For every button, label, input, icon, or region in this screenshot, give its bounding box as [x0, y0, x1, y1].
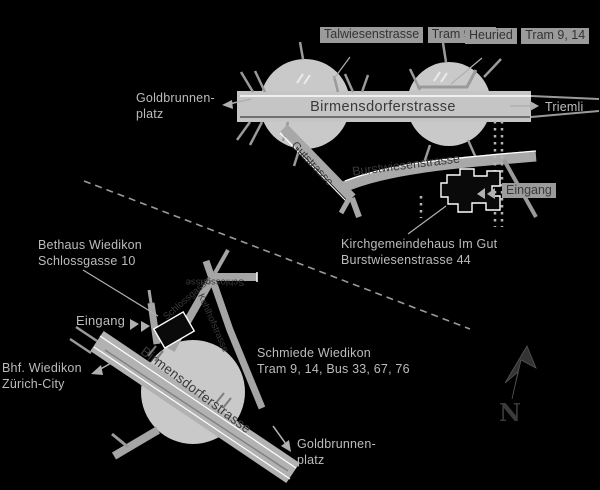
arrow-bhf-wiedikon [91, 361, 114, 375]
stop-name: Heuried [465, 28, 517, 44]
street-label-schlossgasse-horizontal: Schlossgasse [185, 276, 245, 288]
north-label: N [499, 398, 521, 427]
stop-name: Talwiesenstrasse [320, 27, 424, 43]
street-label-birmensdorferstrasse-top: Birmensdorferstrasse [310, 99, 456, 115]
street-band-burstwiesen [338, 150, 537, 194]
arrow-goldbrunnenplatz-top [222, 98, 252, 109]
map-connector-dashed-line [83, 180, 471, 330]
arrow-eingang-top [477, 188, 495, 199]
bottom-map-leaders [82, 269, 291, 452]
top-map-leaders [222, 56, 539, 235]
venue-address: Schlossgasse 10 [38, 254, 136, 268]
stop-lines: Tram 9, 14, Bus 33, 67, 76 [257, 362, 410, 376]
direction-label-goldbrunnenplatz-top: Goldbrunnen- platz [136, 91, 215, 121]
venue-name: Kirchgemeindehaus Im Gut [341, 237, 498, 251]
street-band-kehlhofstrasse [202, 259, 266, 410]
street-band-birmensdorfer-bottom [90, 331, 300, 483]
tram-ticks [147, 345, 232, 409]
building-bethaus [152, 311, 196, 349]
direction-label-triemli: Triemli [545, 100, 584, 114]
arrow-eingang-bottom [130, 319, 150, 332]
entrance-label-bottom: Eingang [76, 313, 126, 328]
north-arrow-icon [504, 345, 537, 400]
building-kirchgemeindehaus [440, 168, 501, 213]
bottom-map-streets [69, 249, 300, 483]
venue-name: Bethaus Wiedikon [38, 238, 142, 252]
crossing-ticks [296, 71, 448, 85]
entrance-label-top: Eingang [502, 183, 556, 198]
venue-address: Burstwiesenstrasse 44 [341, 253, 471, 267]
stop-lines: Tram 9, 14 [521, 28, 590, 44]
top-map-streets [235, 41, 600, 227]
stop-name: Schmiede Wiedikon [257, 346, 371, 360]
arrow-triemli [510, 101, 539, 111]
stop-label-schmiede-wiedikon: Schmiede Wiedikon Tram 9, 14, Bus 33, 67… [257, 345, 410, 377]
venue-label-bethaus: Bethaus Wiedikon Schlossgasse 10 [38, 237, 142, 269]
direction-label-bhf-wiedikon: Bhf. Wiedikon Zürich-City [2, 361, 82, 391]
stop-label-heuried: Heuried Tram 9, 14 [465, 27, 590, 44]
direction-label-goldbrunnenplatz-bottom: Goldbrunnen- platz [297, 437, 376, 467]
venue-label-kirchgemeindehaus: Kirchgemeindehaus Im Gut Burstwiesenstra… [341, 236, 497, 268]
arrow-goldbrunnenplatz-bottom [272, 425, 291, 452]
